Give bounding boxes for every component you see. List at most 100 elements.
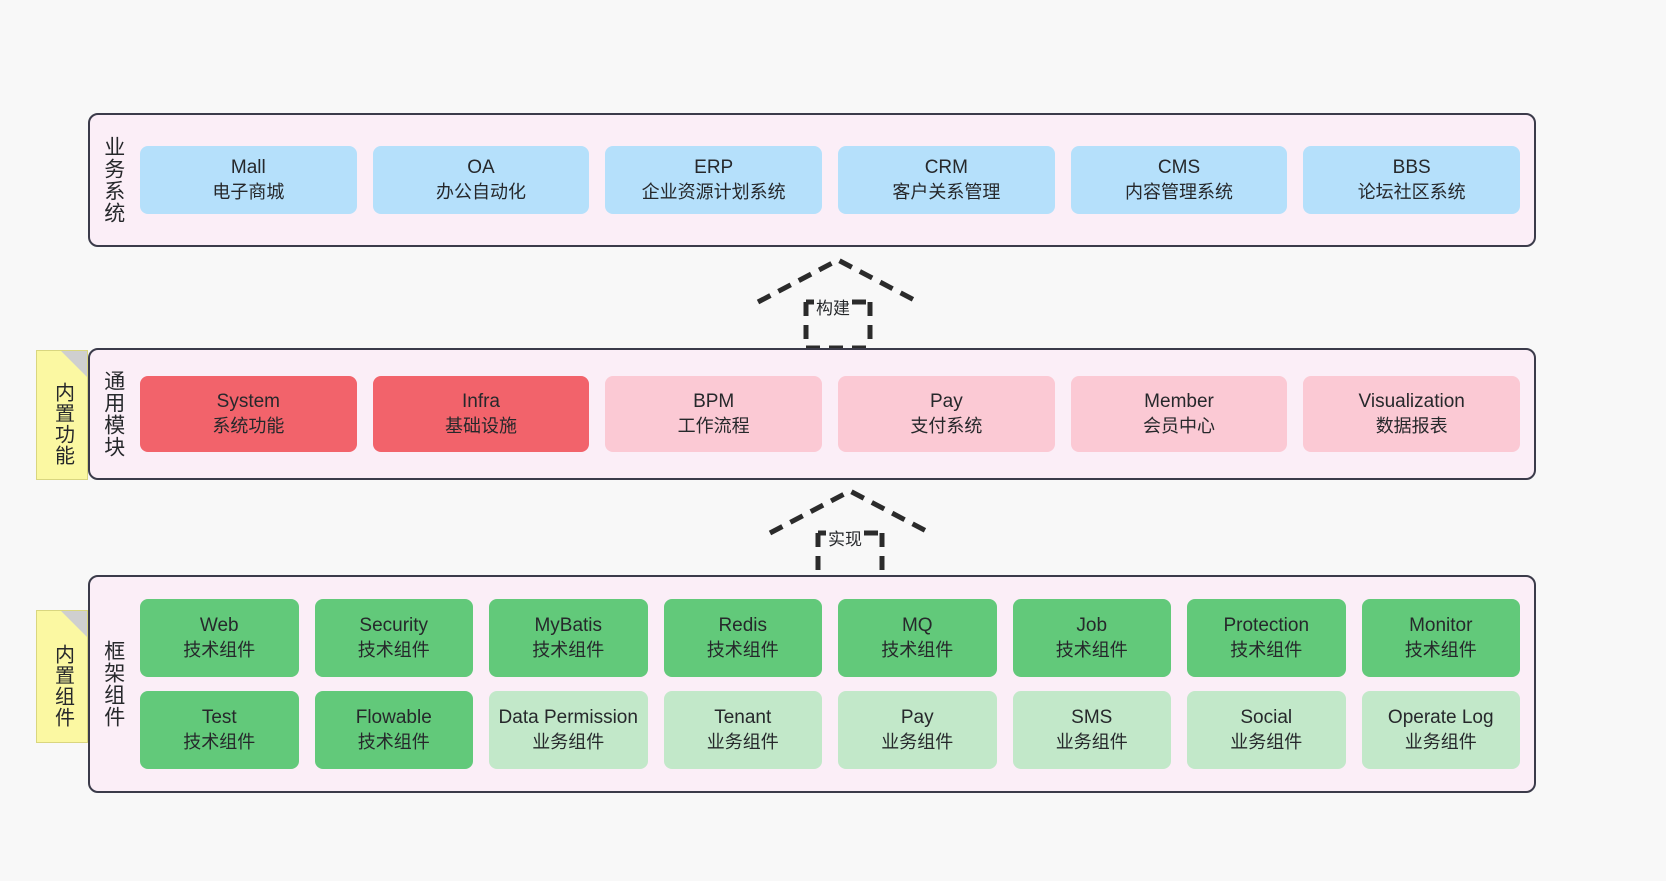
card-mall-en: Mall xyxy=(230,157,266,179)
card-system-cn: 系统功能 xyxy=(212,415,285,436)
card-erp[interactable]: ERP 企业资源计划系统 xyxy=(605,146,823,214)
card-mq-cn: 技术组件 xyxy=(881,639,954,660)
card-mybatis-cn: 技术组件 xyxy=(532,639,605,660)
card-monitor-cn: 技术组件 xyxy=(1404,639,1477,660)
card-mybatis[interactable]: MyBatis 技术组件 xyxy=(489,599,648,677)
card-web[interactable]: Web 技术组件 xyxy=(140,599,299,677)
note-builtin-component-label: 内置组件 xyxy=(51,643,74,728)
note-builtin-function: 内置功能 xyxy=(36,350,88,480)
card-web-cn: 技术组件 xyxy=(183,639,256,660)
card-bpm[interactable]: BPM 工作流程 xyxy=(605,376,823,452)
card-tenant-en: Tenant xyxy=(714,707,772,729)
card-operate-log-cn: 业务组件 xyxy=(1404,731,1477,752)
framework-tech-row: Web 技术组件 Security 技术组件 MyBatis 技术组件 Redi… xyxy=(140,599,1520,677)
layer-common-module: 通用模块 System 系统功能 Infra 基础设施 BPM 工作流程 Pay… xyxy=(88,348,1536,480)
card-data-permission[interactable]: Data Permission 业务组件 xyxy=(489,691,648,769)
card-mq[interactable]: MQ 技术组件 xyxy=(838,599,997,677)
card-bpm-en: BPM xyxy=(693,391,735,413)
card-data-permission-cn: 业务组件 xyxy=(532,731,605,752)
card-bbs-en: BBS xyxy=(1392,157,1431,179)
card-monitor[interactable]: Monitor 技术组件 xyxy=(1361,599,1520,677)
card-oa[interactable]: OA 办公自动化 xyxy=(372,146,590,214)
card-member-cn: 会员中心 xyxy=(1143,415,1216,436)
card-mall-cn: 电子商城 xyxy=(212,181,285,202)
card-pay-module[interactable]: Pay 支付系统 xyxy=(838,376,1055,452)
card-infra[interactable]: Infra 基础设施 xyxy=(372,376,590,452)
card-protection-en: Protection xyxy=(1223,615,1310,637)
card-crm[interactable]: CRM 客户关系管理 xyxy=(838,146,1055,214)
card-bbs-cn: 论坛社区系统 xyxy=(1357,181,1466,202)
card-job-en: Job xyxy=(1076,615,1108,637)
card-flowable-cn: 技术组件 xyxy=(357,731,430,752)
card-pay-component[interactable]: Pay 业务组件 xyxy=(838,691,997,769)
card-mall[interactable]: Mall 电子商城 xyxy=(140,146,357,214)
card-security-cn: 技术组件 xyxy=(357,639,430,660)
card-social-en: Social xyxy=(1240,707,1293,729)
card-tenant[interactable]: Tenant 业务组件 xyxy=(663,691,822,769)
note-builtin-component: 内置组件 xyxy=(36,610,88,743)
card-system[interactable]: System 系统功能 xyxy=(140,376,357,452)
card-data-permission-en: Data Permission xyxy=(498,707,638,729)
card-operate-log-en: Operate Log xyxy=(1387,707,1494,729)
card-test[interactable]: Test 技术组件 xyxy=(140,691,299,769)
card-pay-component-cn: 业务组件 xyxy=(881,731,954,752)
card-pay-module-en: Pay xyxy=(929,391,963,413)
card-protection[interactable]: Protection 技术组件 xyxy=(1187,599,1346,677)
card-cms[interactable]: CMS 内容管理系统 xyxy=(1070,146,1288,214)
card-test-en: Test xyxy=(201,707,237,729)
card-oa-cn: 办公自动化 xyxy=(436,181,526,202)
card-flowable-en: Flowable xyxy=(355,707,432,729)
card-visualization-en: Visualization xyxy=(1358,391,1465,413)
card-security-en: Security xyxy=(359,615,429,637)
note-fold-icon xyxy=(61,611,87,637)
card-bbs[interactable]: BBS 论坛社区系统 xyxy=(1303,146,1521,214)
card-operate-log[interactable]: Operate Log 业务组件 xyxy=(1361,691,1520,769)
card-visualization-cn: 数据报表 xyxy=(1375,415,1448,436)
card-monitor-en: Monitor xyxy=(1409,615,1473,637)
connector-implement-label: 实现 xyxy=(826,525,864,550)
card-protection-cn: 技术组件 xyxy=(1230,639,1303,660)
card-sms[interactable]: SMS 业务组件 xyxy=(1012,691,1171,769)
layer-framework-component: 框架组件 Web 技术组件 Security 技术组件 MyBatis 技术组件… xyxy=(88,575,1536,793)
layer-framework-component-title: 框架组件 xyxy=(101,640,125,728)
card-social-cn: 业务组件 xyxy=(1230,731,1303,752)
card-sms-en: SMS xyxy=(1071,707,1113,729)
card-social[interactable]: Social 业务组件 xyxy=(1187,691,1346,769)
common-module-row: System 系统功能 Infra 基础设施 BPM 工作流程 Pay 支付系统… xyxy=(140,376,1521,452)
card-sms-cn: 业务组件 xyxy=(1055,731,1128,752)
card-pay-component-en: Pay xyxy=(900,707,934,729)
connector-build-label: 构建 xyxy=(814,294,852,319)
card-flowable[interactable]: Flowable 技术组件 xyxy=(314,691,473,769)
card-erp-en: ERP xyxy=(694,157,734,179)
layer-business-system: 业务系统 Mall 电子商城 OA 办公自动化 ERP 企业资源计划系统 CRM… xyxy=(88,113,1536,247)
card-crm-cn: 客户关系管理 xyxy=(892,181,1001,202)
card-mybatis-en: MyBatis xyxy=(534,615,603,637)
card-infra-en: Infra xyxy=(461,391,501,413)
card-pay-module-cn: 支付系统 xyxy=(910,415,983,436)
card-redis[interactable]: Redis 技术组件 xyxy=(663,599,822,677)
layer-business-system-title: 业务系统 xyxy=(101,136,125,224)
layer-common-module-title: 通用模块 xyxy=(101,370,125,458)
note-builtin-function-label: 内置功能 xyxy=(51,382,74,466)
card-erp-cn: 企业资源计划系统 xyxy=(641,181,786,202)
note-fold-icon xyxy=(61,351,87,377)
card-bpm-cn: 工作流程 xyxy=(677,415,750,436)
layer-business-system-body: Mall 电子商城 OA 办公自动化 ERP 企业资源计划系统 CRM 客户关系… xyxy=(136,115,1534,245)
card-security[interactable]: Security 技术组件 xyxy=(314,599,473,677)
card-web-en: Web xyxy=(199,615,239,637)
layer-framework-component-body: Web 技术组件 Security 技术组件 MyBatis 技术组件 Redi… xyxy=(136,577,1534,791)
card-cms-en: CMS xyxy=(1157,157,1201,179)
card-infra-cn: 基础设施 xyxy=(445,415,517,436)
card-member[interactable]: Member 会员中心 xyxy=(1070,376,1288,452)
business-system-row: Mall 电子商城 OA 办公自动化 ERP 企业资源计划系统 CRM 客户关系… xyxy=(140,146,1521,214)
card-job-cn: 技术组件 xyxy=(1055,639,1128,660)
framework-biz-row: Test 技术组件 Flowable 技术组件 Data Permission … xyxy=(140,691,1520,769)
card-visualization[interactable]: Visualization 数据报表 xyxy=(1303,376,1521,452)
card-job[interactable]: Job 技术组件 xyxy=(1012,599,1171,677)
card-member-en: Member xyxy=(1144,391,1214,413)
connector-implement: 实现 xyxy=(760,483,940,583)
card-redis-en: Redis xyxy=(718,615,768,637)
card-oa-en: OA xyxy=(467,157,495,179)
card-test-cn: 技术组件 xyxy=(183,731,256,752)
